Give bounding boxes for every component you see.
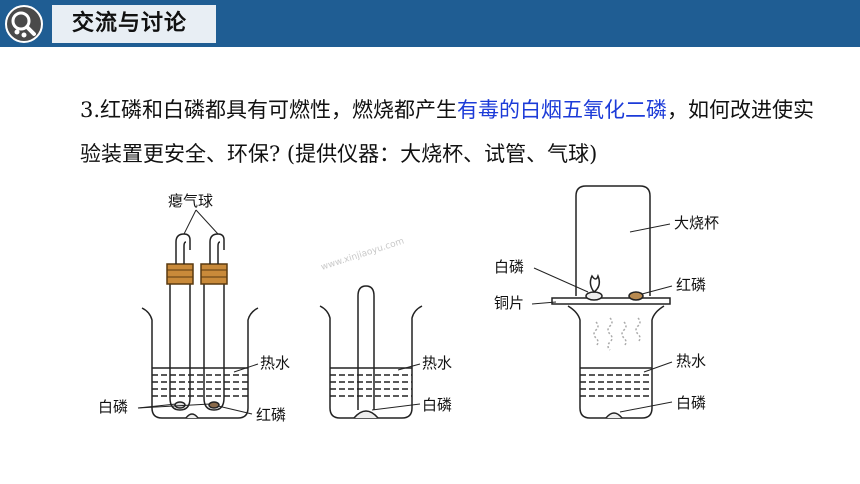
header-tab [52, 5, 216, 43]
diagram-1-balloon-label: 瘪气球 [168, 192, 213, 210]
diagram-1-white-phosphorus-label: 白磷 [98, 398, 128, 416]
watermark: www.xinjiaoyu.com [320, 237, 406, 273]
question-suffix: ，如何改进使实验装置更安全、环保? (提供仪器：大烧杯、试管、气球) [80, 98, 815, 166]
diagram-3-red-phosphorus-label: 红磷 [676, 276, 706, 294]
diagram-1-red-phosphorus-label: 红磷 [256, 406, 286, 424]
page-title: 交流与讨论 [72, 11, 188, 36]
discussion-logo-icon [3, 3, 45, 45]
diagram-2-apparatus [319, 285, 423, 419]
diagram-3-white-phosphorus-label: 白磷 [494, 258, 524, 276]
diagram-1-apparatus [137, 209, 259, 419]
question-text: 3.红磷和白磷都具有可燃性，燃烧都产生有毒的白烟五氧化二磷，如何改进使实验装置更… [80, 88, 820, 176]
diagram-3-beaker-label: 大烧杯 [674, 214, 719, 232]
diagram-1-hot-water-label: 热水 [260, 354, 290, 372]
diagram-2-hot-water-label: 热水 [422, 354, 452, 372]
diagram-3-apparatus [531, 185, 673, 419]
diagram-2-white-phosphorus-label: 白磷 [422, 396, 452, 414]
question-prefix: 3.红磷和白磷都具有可燃性，燃烧都产生 [80, 98, 458, 122]
diagram-3-white-phosphorus-bottom-label: 白磷 [676, 394, 706, 412]
diagram-3-hot-water-label: 热水 [676, 352, 706, 370]
question-highlight: 有毒的白烟五氧化二磷 [457, 98, 668, 122]
diagram-3-copper-plate-label: 铜片 [494, 294, 524, 312]
